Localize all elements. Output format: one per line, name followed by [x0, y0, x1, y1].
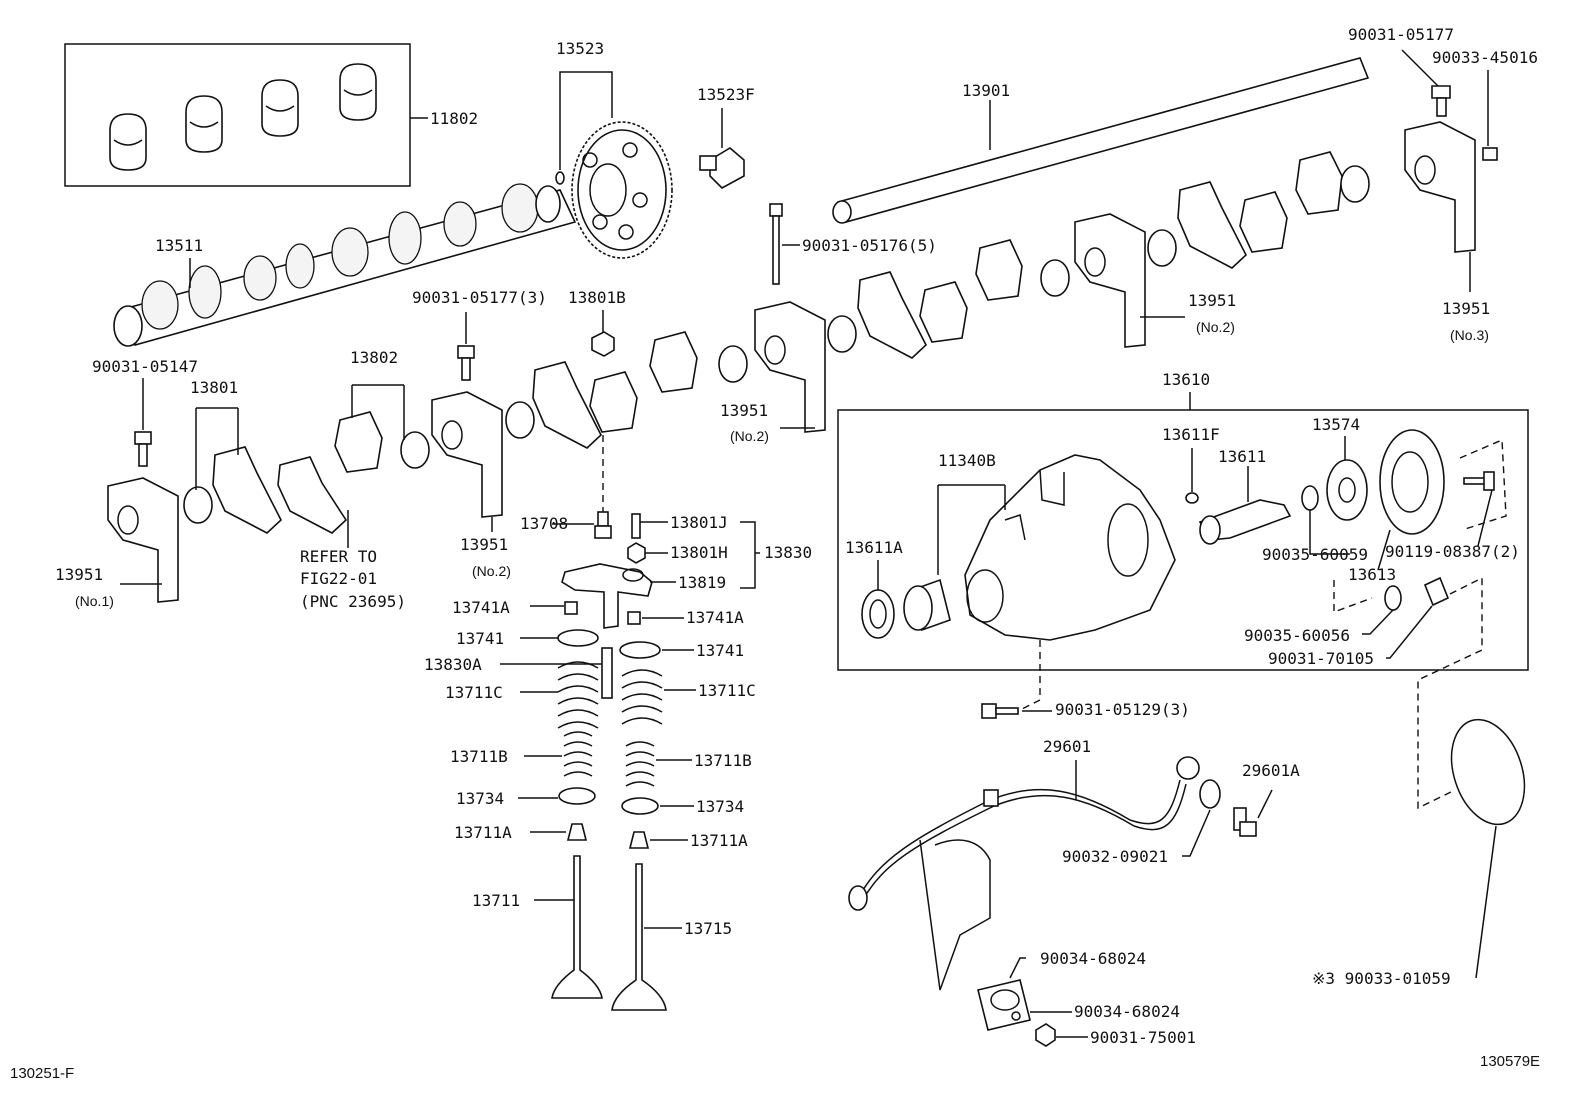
label-13734-right: 13734 — [696, 797, 744, 816]
label-13741A-right: 13741A — [686, 608, 744, 627]
label-no2-left: (No.2) — [472, 563, 511, 579]
label-90034-68024-a: 90034-68024 — [1040, 949, 1146, 968]
label-90031-70105: 90031-70105 — [1268, 649, 1374, 668]
rocker-row-upper — [827, 121, 1476, 359]
label-13711B-left: 13711B — [450, 747, 508, 766]
label-13741-left: 13741 — [456, 629, 504, 648]
label-13801: 13801 — [190, 378, 238, 397]
nut-13801B — [591, 331, 615, 357]
label-13708: 13708 — [520, 514, 568, 533]
bolt-90031-05176 — [769, 203, 783, 285]
label-13951-no2-centre: 13951 — [720, 401, 768, 420]
label-13523: 13523 — [556, 39, 604, 58]
label-13611: 13611 — [1218, 447, 1266, 466]
clamp-90034-68024 — [977, 979, 1031, 1031]
camshaft — [113, 183, 577, 347]
label-29601A: 29601A — [1242, 761, 1300, 780]
label-90031-05129: 90031-05129(3) — [1055, 700, 1190, 719]
label-13830: 13830 — [764, 543, 812, 562]
label-13613: 13613 — [1348, 565, 1396, 584]
label-11802: 11802 — [430, 109, 478, 128]
corner-code-right: 130579E — [1480, 1053, 1540, 1070]
corner-code-left: 130251-F — [10, 1065, 74, 1082]
refer-note-line3: (PNC 23695) — [300, 592, 406, 611]
label-90033-01059: ※3 90033-01059 — [1312, 969, 1451, 988]
nut-90031-75001 — [1035, 1023, 1056, 1047]
label-13611A: 13611A — [845, 538, 903, 557]
oil-pump-box — [837, 409, 1529, 671]
gasket-90032-09021 — [1199, 779, 1221, 809]
bolt-90031-05177-3 — [457, 345, 475, 381]
label-13715: 13715 — [684, 919, 732, 938]
label-90032-09021: 90032-09021 — [1062, 847, 1168, 866]
label-90031-75001: 90031-75001 — [1090, 1028, 1196, 1047]
rocker-row-lower — [107, 301, 826, 603]
label-13711B-right: 13711B — [694, 751, 752, 770]
label-90033-45016: 90033-45016 — [1432, 48, 1538, 67]
valve-train — [551, 511, 667, 1011]
bolt-29601A — [1233, 807, 1257, 837]
label-29601: 29601 — [1043, 737, 1091, 756]
label-13801J: 13801J — [670, 513, 728, 532]
label-13711: 13711 — [472, 891, 520, 910]
gear-pin — [555, 171, 565, 185]
oil-pipe — [848, 756, 1200, 991]
rocker-shaft — [832, 57, 1370, 224]
label-13741A-left: 13741A — [452, 598, 510, 617]
camshaft-gear — [571, 121, 673, 259]
bolt-90031-05147 — [134, 431, 152, 467]
refer-note-line1: REFER TO — [300, 547, 377, 566]
label-90119-08387: 90119-08387(2) — [1385, 542, 1520, 561]
gear-bolt — [699, 147, 745, 189]
refer-note-line2: FIG22-01 — [300, 569, 377, 588]
o-ring-90033-01059 — [1450, 718, 1526, 826]
label-13901: 13901 — [962, 81, 1010, 100]
label-13802: 13802 — [350, 348, 398, 367]
label-13951-no3: 13951 — [1442, 299, 1490, 318]
label-13610: 13610 — [1162, 370, 1210, 389]
label-90035-60056: 90035-60056 — [1244, 626, 1350, 645]
label-13611F: 13611F — [1162, 425, 1220, 444]
label-13951-no2-upper: 13951 — [1188, 291, 1236, 310]
label-90031-05147: 90031-05147 — [92, 357, 198, 376]
label-13734-left: 13734 — [456, 789, 504, 808]
label-13523F: 13523F — [697, 85, 755, 104]
label-13951-no2-left: 13951 — [460, 535, 508, 554]
label-13741-right: 13741 — [696, 641, 744, 660]
label-90031-05176: 90031-05176(5) — [802, 236, 937, 255]
bearing-shell-3 — [261, 79, 299, 137]
bolt-90031-05177 — [1431, 85, 1451, 117]
label-no2-centre: (No.2) — [730, 428, 769, 444]
label-90034-68024-b: 90034-68024 — [1074, 1002, 1180, 1021]
label-90035-60059: 90035-60059 — [1262, 545, 1368, 564]
bearing-shell-2 — [185, 95, 223, 153]
label-no3: (No.3) — [1450, 327, 1489, 343]
label-11340B: 11340B — [938, 451, 996, 470]
label-13819: 13819 — [678, 573, 726, 592]
bearing-set-box — [64, 43, 411, 187]
bolt-90031-05129 — [981, 703, 1019, 719]
label-13711C-left: 13711C — [445, 683, 503, 702]
bearing-set-group: 11802 — [64, 43, 478, 187]
label-13711C-right: 13711C — [698, 681, 756, 700]
label-no2-upper: (No.2) — [1196, 319, 1235, 335]
label-13511: 13511 — [155, 236, 203, 255]
label-90031-05177-3: 90031-05177(3) — [412, 288, 547, 307]
label-90031-05177: 90031-05177 — [1348, 25, 1454, 44]
bearing-shell-1 — [109, 113, 147, 171]
label-13711A-left: 13711A — [454, 823, 512, 842]
label-no1: (No.1) — [75, 593, 114, 609]
label-13574: 13574 — [1312, 415, 1360, 434]
label-13951-no1: 13951 — [55, 565, 103, 584]
label-13801B: 13801B — [568, 288, 626, 307]
bearing-shell-4 — [339, 63, 377, 121]
oil-pump-assembly — [861, 429, 1495, 641]
label-13711A-right: 13711A — [690, 831, 748, 850]
nut-90033-45016 — [1482, 147, 1498, 161]
label-13830A: 13830A — [424, 655, 482, 674]
label-13801H: 13801H — [670, 543, 728, 562]
